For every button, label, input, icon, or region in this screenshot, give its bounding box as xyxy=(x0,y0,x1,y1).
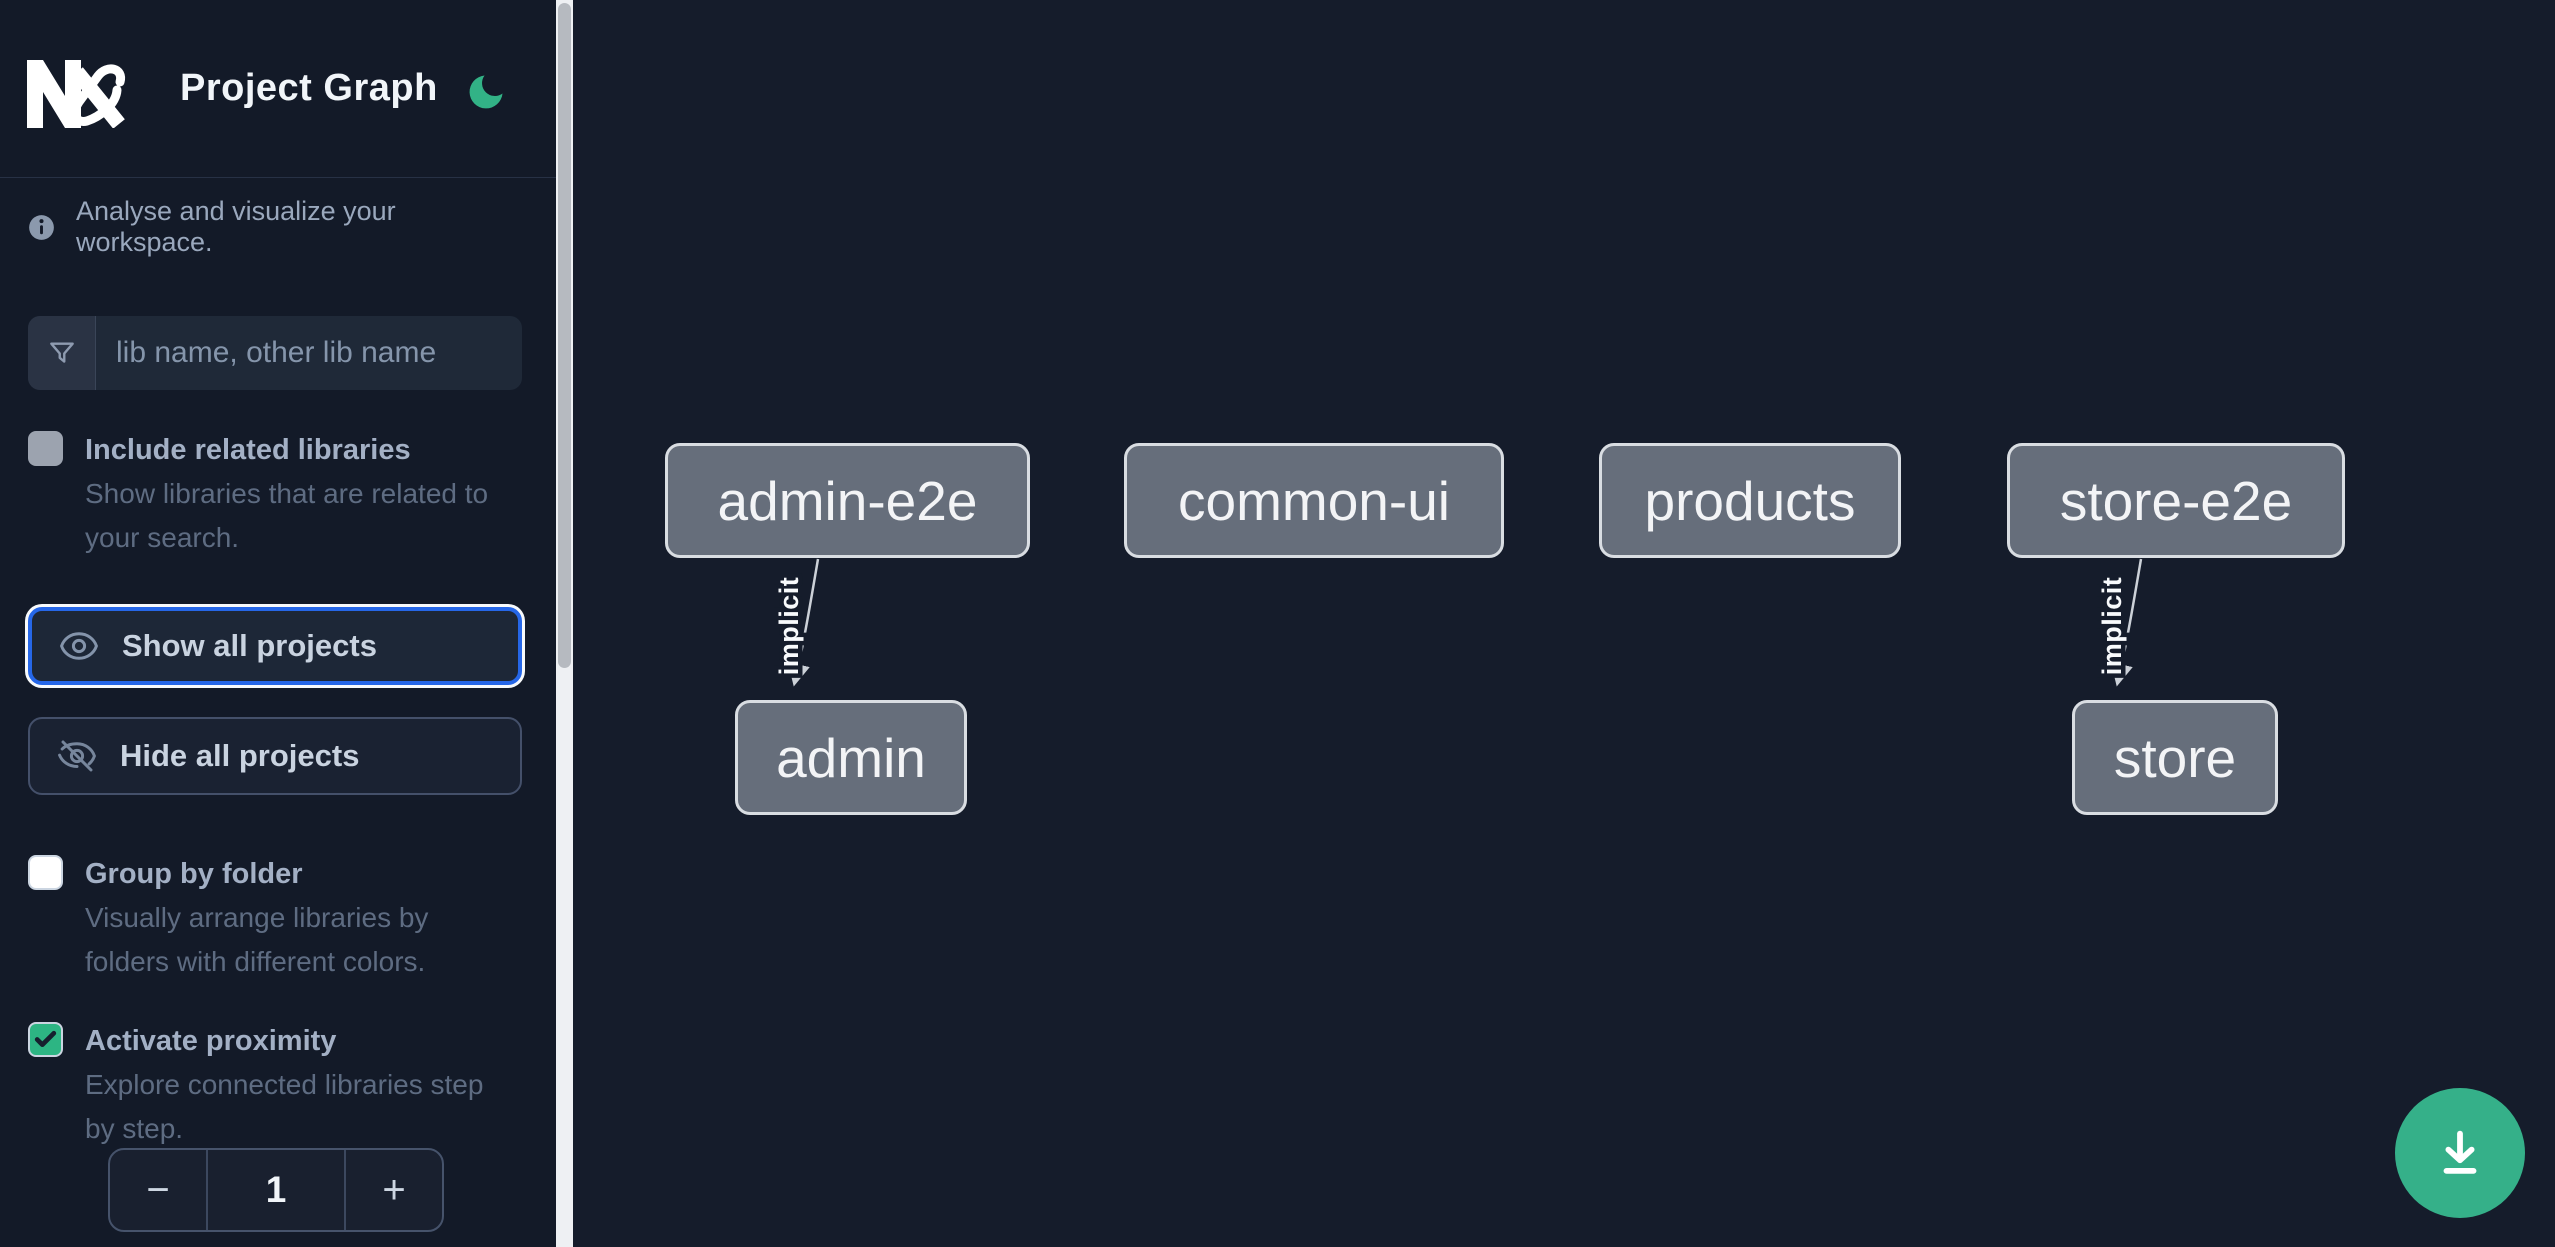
include-related-checkbox[interactable] xyxy=(28,431,63,466)
moon-icon[interactable] xyxy=(464,70,508,114)
graph-node-store-e2e[interactable]: store-e2e xyxy=(2007,443,2345,558)
filter-input[interactable] xyxy=(96,316,522,390)
activate-proximity-checkbox[interactable] xyxy=(28,1022,63,1057)
download-graph-button[interactable] xyxy=(2395,1088,2525,1218)
option-description: Visually arrange libraries by folders wi… xyxy=(85,902,429,977)
graph-node-common-ui[interactable]: common-ui xyxy=(1124,443,1504,558)
download-icon xyxy=(2431,1124,2489,1182)
info-icon xyxy=(28,214,55,241)
tagline-text: Analyse and visualize your workspace. xyxy=(76,196,396,257)
sidebar: Project Graph Analyse and visualize your… xyxy=(0,0,556,1247)
sidebar-scrollbar-thumb[interactable] xyxy=(558,3,571,668)
option-include-related-libraries: Include related libraries Show libraries… xyxy=(28,428,498,560)
graph-node-admin-e2e[interactable]: admin-e2e xyxy=(665,443,1030,558)
hide-all-projects-button[interactable]: Hide all projects xyxy=(28,717,522,795)
funnel-icon xyxy=(28,316,96,390)
show-all-projects-button[interactable]: Show all projects xyxy=(28,607,522,685)
proximity-value: 1 xyxy=(206,1150,346,1230)
nx-logo xyxy=(26,60,128,129)
show-all-projects-label: Show all projects xyxy=(122,628,377,663)
option-label: Activate proximity xyxy=(85,1025,337,1057)
option-description: Show libraries that are related to your … xyxy=(85,478,489,553)
graph-node-admin[interactable]: admin xyxy=(735,700,967,815)
graph-node-products[interactable]: products xyxy=(1599,443,1901,558)
sidebar-scrollbar-track xyxy=(556,0,573,1247)
option-group-by-folder: Group by folder Visually arrange librari… xyxy=(28,852,498,984)
option-description: Explore connected libraries step by step… xyxy=(85,1069,484,1144)
group-by-folder-checkbox[interactable] xyxy=(28,855,63,890)
option-label: Group by folder xyxy=(85,858,303,890)
filter-box xyxy=(28,316,522,390)
proximity-stepper: − 1 + xyxy=(108,1148,444,1232)
page-title: Project Graph xyxy=(180,67,438,109)
option-label: Include related libraries xyxy=(85,434,411,466)
sidebar-header: Project Graph xyxy=(0,0,556,178)
eye-icon xyxy=(58,625,100,667)
proximity-increment-button[interactable]: + xyxy=(346,1150,442,1230)
hide-all-projects-label: Hide all projects xyxy=(120,738,360,773)
option-activate-proximity: Activate proximity Explore connected lib… xyxy=(28,1019,498,1151)
eye-off-icon xyxy=(56,735,98,777)
graph-node-store[interactable]: store xyxy=(2072,700,2278,815)
graph-canvas[interactable] xyxy=(573,0,2555,1247)
proximity-decrement-button[interactable]: − xyxy=(110,1150,206,1230)
workspace-info-row: Analyse and visualize your workspace. xyxy=(28,196,528,258)
